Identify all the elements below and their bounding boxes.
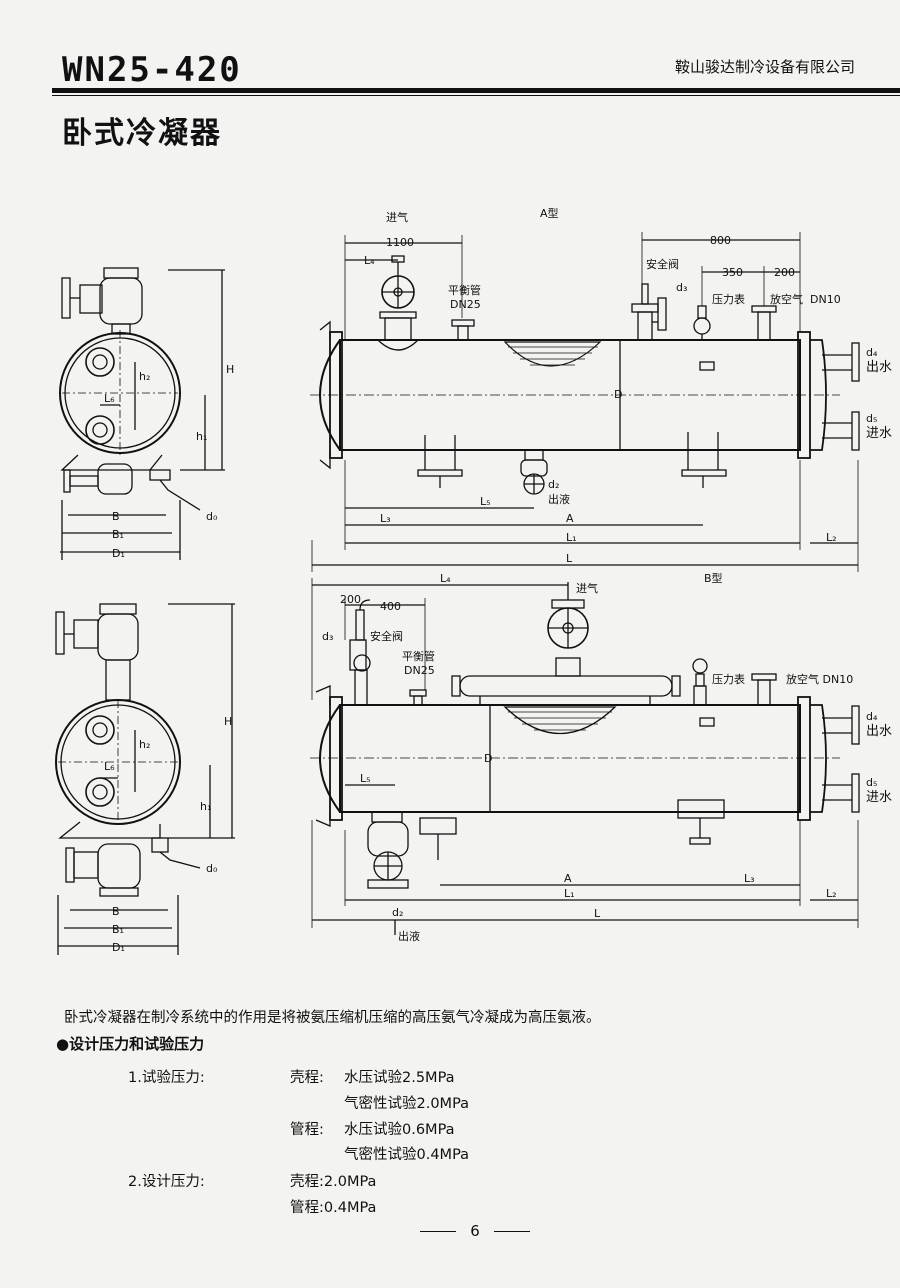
- label-B1-a: B₁: [112, 528, 124, 541]
- label-200-b: 200: [340, 593, 361, 606]
- label-L2-a: L₂: [826, 531, 837, 544]
- label-d3-b: d₃: [322, 630, 333, 643]
- label-800: 800: [710, 234, 731, 247]
- label-A-b: A: [564, 872, 572, 885]
- design-shell: 壳程:2.0MPa: [290, 1174, 377, 1190]
- label-L4-a: L₄: [364, 254, 375, 267]
- model-number: WN25-420: [62, 50, 242, 90]
- page-dash-right: [493, 1231, 530, 1232]
- label-d3-a: d₃: [676, 281, 687, 294]
- label-L4-b: L₄: [440, 572, 451, 585]
- label-D1-b: D₁: [112, 941, 125, 954]
- label-L2-b: L₂: [826, 887, 837, 900]
- label-pressure-gauge-b: 压力表: [712, 672, 745, 686]
- label-dn25-a: DN25: [450, 298, 481, 311]
- label-350: 350: [722, 266, 743, 279]
- label-1100: 1100: [386, 236, 414, 249]
- label-L-b: L: [594, 907, 601, 920]
- front-view-a: [310, 232, 860, 572]
- page-dash-left: [420, 1231, 457, 1232]
- label-L6-b: L₆: [104, 760, 115, 773]
- label-outlet-liquid-b: 出液: [398, 929, 420, 943]
- side-view-b: [55, 603, 235, 955]
- technical-drawing: H h₁ h₂ L₆ B B₁ D₁ d₀ H h₁ h₂ L₆ B B₁ D₁…: [55, 206, 892, 955]
- type-b-label: B型: [704, 571, 723, 585]
- label-d4-b: d₄: [866, 710, 878, 723]
- label-d0-b: d₀: [206, 862, 218, 875]
- label-dn25-b: DN25: [404, 664, 435, 677]
- label-L3-a: L₃: [380, 512, 391, 525]
- label-L6-a: L₆: [104, 392, 115, 405]
- label-400: 400: [380, 600, 401, 613]
- shell-hydro: 水压试验2.5MPa: [344, 1070, 455, 1086]
- label-h1-a: h₁: [196, 430, 207, 443]
- label-vent-a: 放空气: [770, 292, 803, 306]
- label-d2-a: d₂: [548, 478, 559, 491]
- label-L1-a: L₁: [566, 531, 577, 544]
- label-d4-a: d₄: [866, 346, 878, 359]
- label-B-b: B: [112, 905, 120, 918]
- shell-label-1: 壳程:: [290, 1070, 324, 1086]
- label-outlet-liquid-a: 出液: [548, 492, 570, 506]
- label-inlet-gas-b: 进气: [576, 581, 598, 595]
- label-D-b: D: [484, 752, 492, 765]
- label-D1-a: D₁: [112, 547, 125, 560]
- page-title: 卧式冷凝器: [62, 116, 222, 151]
- label-d2-b: d₂: [392, 906, 403, 919]
- test-pressure-label: 1.试验压力:: [128, 1070, 205, 1086]
- tube-hydro: 水压试验0.6MPa: [344, 1122, 455, 1138]
- intro-paragraph: 卧式冷凝器在制冷系统中的作用是将被氨压缩机压缩的高压氨气冷凝成为高压氨液。: [64, 1010, 601, 1026]
- label-A-a: A: [566, 512, 574, 525]
- label-B1-b: B₁: [112, 923, 124, 936]
- label-outlet-water-b: 出水: [866, 724, 892, 739]
- label-h2-a: h₂: [139, 370, 150, 383]
- tube-label-1: 管程:: [290, 1122, 324, 1138]
- label-h2-b: h₂: [139, 738, 150, 751]
- label-inlet-water-a: 进水: [866, 426, 892, 441]
- type-a-label: A型: [540, 206, 559, 220]
- design-tube: 管程:0.4MPa: [290, 1200, 377, 1216]
- header-rule-thin: [52, 95, 900, 96]
- side-view-a: [59, 267, 225, 560]
- tube-air: 气密性试验0.4MPa: [344, 1147, 470, 1163]
- label-d5-a: d₅: [866, 412, 877, 425]
- label-L1-b: L₁: [564, 887, 575, 900]
- label-H-b: H: [224, 715, 232, 728]
- header-rule: [52, 88, 900, 93]
- label-inlet-water-b: 进水: [866, 790, 892, 805]
- page-number: 6: [400, 1222, 550, 1240]
- label-inlet-gas-a: 进气: [386, 210, 408, 224]
- label-vent-b: 放空气 DN10: [786, 672, 853, 686]
- label-200-a: 200: [774, 266, 795, 279]
- label-H-a: H: [226, 363, 234, 376]
- label-outlet-water-a: 出水: [866, 360, 892, 375]
- label-balance-pipe-a: 平衡管: [448, 283, 481, 297]
- company-name: 鞍山骏达制冷设备有限公司: [675, 58, 856, 76]
- section-heading: ●设计压力和试验压力: [56, 1035, 205, 1053]
- label-D-a: D: [614, 388, 622, 401]
- label-L-a: L: [566, 552, 573, 565]
- label-B-a: B: [112, 510, 120, 523]
- label-h1-b: h₁: [200, 800, 211, 813]
- label-L5-b: L₅: [360, 772, 371, 785]
- label-d0-a: d₀: [206, 510, 218, 523]
- label-pressure-gauge-a: 压力表: [712, 292, 745, 306]
- shell-air: 气密性试验2.0MPa: [344, 1096, 470, 1112]
- label-balance-pipe-b: 平衡管: [402, 649, 435, 663]
- front-view-b: [310, 578, 860, 935]
- label-safety-valve-a: 安全阀: [646, 257, 679, 271]
- label-d5-b: d₅: [866, 776, 877, 789]
- label-L5-a: L₅: [480, 495, 491, 508]
- design-pressure-label: 2.设计压力:: [128, 1174, 205, 1190]
- label-L3-b: L₃: [744, 872, 755, 885]
- page-number-value: 6: [470, 1222, 480, 1240]
- label-safety-valve-b: 安全阀: [370, 629, 403, 643]
- label-dn10-a: DN10: [810, 293, 841, 306]
